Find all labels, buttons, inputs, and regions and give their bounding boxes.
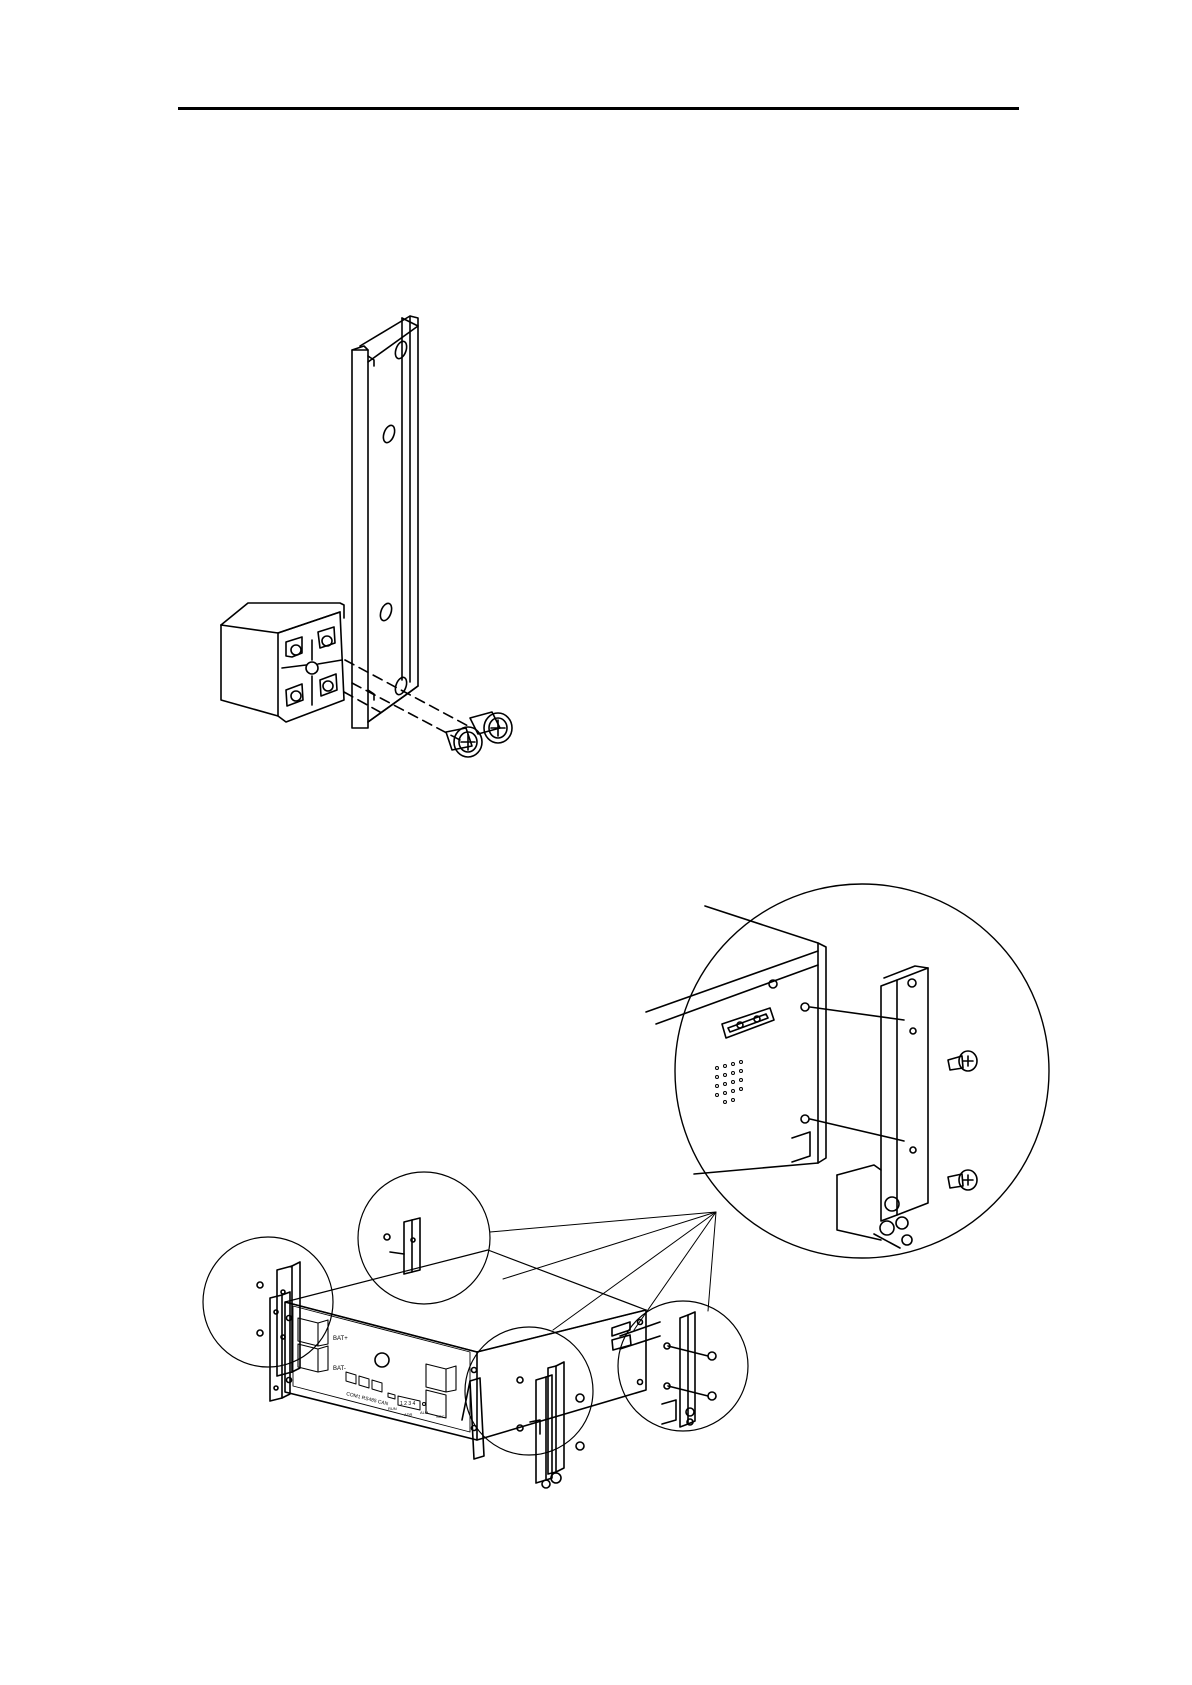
- top-figure: [221, 316, 512, 757]
- vent-grid: [716, 1061, 743, 1104]
- adr-label: ADR: [404, 1412, 413, 1417]
- alm-label: ALM: [420, 1410, 428, 1415]
- screw-icon: [948, 1170, 977, 1190]
- detail-callout-left: [203, 1237, 333, 1376]
- soc-label: SOC: [436, 1414, 445, 1419]
- run-label: RUN: [388, 1406, 397, 1411]
- callout-lines: [490, 1212, 716, 1330]
- detail-callout-large: [646, 884, 1049, 1258]
- detail-callout-right: [612, 1301, 748, 1431]
- left-bracket: [270, 1292, 290, 1401]
- profile-block-icon: [221, 603, 344, 722]
- dip-label: 1 2 3 4: [400, 1401, 416, 1407]
- front-right-bracket: [536, 1375, 552, 1483]
- bottom-figure: BAT+ BAT- COM1 RS485 CAN 1 2 3 4 RUN ADR…: [203, 884, 1049, 1488]
- battery-unit: BAT+ BAT- COM1 RS485 CAN 1 2 3 4 RUN ADR…: [285, 1250, 646, 1440]
- bat-plus-label: BAT+: [333, 1336, 348, 1342]
- screw-icon: [948, 1051, 977, 1071]
- detail-callout-top: [358, 1172, 490, 1304]
- comm-ports: [346, 1372, 382, 1392]
- mounting-bracket-icon: [352, 316, 418, 728]
- bat-minus-label: BAT-: [333, 1366, 346, 1372]
